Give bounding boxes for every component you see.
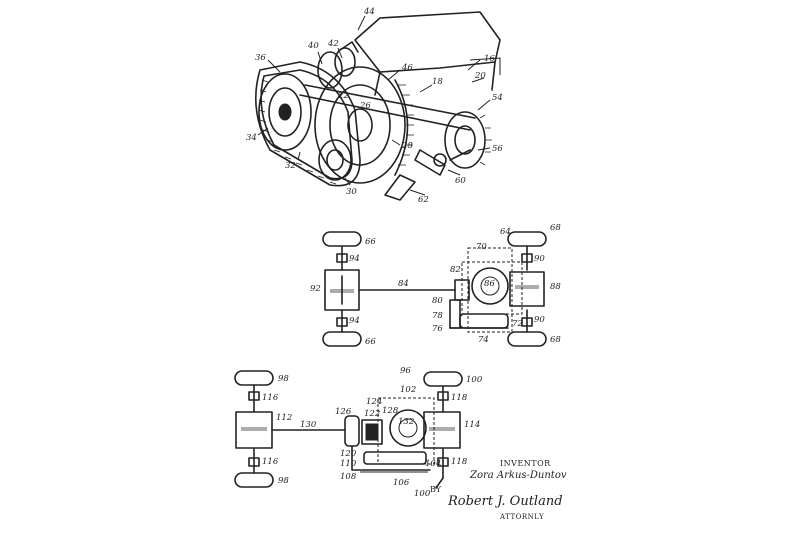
- fig1-drivetrain-illustration: [255, 11, 501, 201]
- fig3-wheel-front-left: [234, 370, 274, 386]
- label-76: 76: [432, 324, 443, 334]
- label-46: 46: [401, 63, 413, 73]
- label-104: 104: [425, 459, 441, 469]
- label-112: 112: [276, 413, 292, 423]
- label-54: 54: [492, 93, 503, 103]
- label-98-top: 98: [278, 374, 289, 384]
- label-42: 42: [327, 39, 339, 49]
- label-116-bottom: 116: [262, 457, 279, 467]
- fig1-labels: 36 40 42 44 46 18 16 20 22 54 34 26 28 3…: [246, 7, 503, 205]
- by-label: BY: [430, 485, 442, 494]
- label-70: 70: [476, 242, 487, 252]
- label-34: 34: [246, 133, 257, 143]
- label-30: 30: [346, 187, 357, 197]
- fig3-wheel-rear-left: [234, 472, 274, 488]
- label-90-top: 90: [534, 254, 545, 264]
- label-40: 40: [307, 41, 319, 51]
- inventor-heading: INVENTOR: [500, 459, 551, 468]
- label-20: 20: [474, 71, 486, 81]
- label-84: 84: [398, 279, 409, 289]
- label-100-bottom: 100: [414, 489, 431, 499]
- label-64: 64: [500, 227, 511, 237]
- label-36: 36: [255, 53, 266, 63]
- label-118-top: 118: [451, 393, 468, 403]
- label-118-bottom: 118: [451, 457, 468, 467]
- label-22: 22: [337, 91, 349, 101]
- label-18: 18: [432, 77, 443, 87]
- label-28: 28: [401, 141, 413, 151]
- fig2-schematic: [322, 231, 547, 347]
- fig3-schematic: [234, 370, 463, 489]
- fig3-labels: 98 98 100 116 116 118 118 112 114 130 96…: [262, 366, 483, 499]
- fig2-wheel-rear-right: [507, 331, 547, 347]
- label-128: 128: [382, 406, 399, 416]
- attorney-heading: ATTORNLY: [500, 513, 545, 521]
- label-108: 108: [340, 472, 357, 482]
- label-16: 16: [484, 54, 495, 64]
- label-66-top: 66: [365, 237, 376, 247]
- label-26: 26: [359, 101, 371, 111]
- fig2-wheel-front-left: [322, 231, 362, 247]
- label-32: 32: [285, 161, 296, 171]
- label-66-bottom: 66: [365, 337, 376, 347]
- fig2-wheel-front-right: [507, 231, 547, 247]
- label-88: 88: [550, 282, 561, 292]
- label-110: 110: [340, 459, 357, 469]
- label-82: 82: [450, 265, 461, 275]
- label-126: 126: [335, 407, 352, 417]
- label-96: 96: [400, 366, 411, 376]
- label-92: 92: [310, 284, 321, 294]
- inventor-name: Zora Arkus-Duntov: [470, 470, 567, 481]
- label-116-top: 116: [262, 393, 279, 403]
- label-86: 86: [484, 279, 495, 289]
- label-100-top: 100: [466, 375, 483, 385]
- label-72: 72: [512, 319, 523, 329]
- label-94-top: 94: [349, 254, 360, 264]
- label-68-top: 68: [550, 223, 561, 233]
- label-130: 130: [300, 420, 317, 430]
- label-132: 132: [398, 417, 414, 427]
- label-78: 78: [432, 311, 443, 321]
- label-122: 122: [364, 409, 380, 419]
- fig2-wheel-rear-left: [322, 331, 362, 347]
- label-120: 120: [340, 449, 357, 459]
- label-62: 62: [418, 195, 429, 205]
- fig3-wheel-front-right: [423, 371, 463, 387]
- label-90-bottom: 90: [534, 315, 545, 325]
- label-94-bottom: 94: [349, 316, 360, 326]
- fig2-labels: 66 66 68 68 94 94 90 90 92 84 64 70 82 8…: [310, 223, 561, 347]
- label-60: 60: [455, 176, 466, 186]
- label-98-bottom: 98: [278, 476, 289, 486]
- label-80: 80: [432, 296, 443, 306]
- attorney-signature: Robert J. Outland: [448, 494, 563, 509]
- label-68-bottom: 68: [550, 335, 561, 345]
- label-106: 106: [393, 478, 410, 488]
- label-124: 124: [366, 397, 382, 407]
- label-44: 44: [363, 7, 375, 17]
- label-102: 102: [400, 385, 416, 395]
- label-74: 74: [478, 335, 489, 345]
- label-56: 56: [492, 144, 503, 154]
- label-114: 114: [464, 420, 480, 430]
